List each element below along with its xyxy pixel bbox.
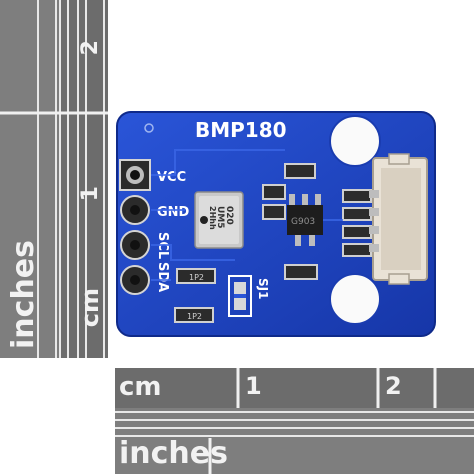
resistor-2: 1P2 xyxy=(174,307,214,323)
capacitor-3 xyxy=(284,163,316,179)
bottom-ruler-number-2: 2 xyxy=(385,372,402,400)
regulator-marking: G903 xyxy=(291,217,315,227)
bottom-ruler-unit-inches: inches xyxy=(119,436,228,471)
capacitor-1 xyxy=(262,184,286,200)
bottom-ruler-cm-strip xyxy=(115,368,474,408)
voltage-regulator: G903 xyxy=(287,194,323,246)
resistor-2-marking: 1P2 xyxy=(187,312,202,321)
capacitor-2 xyxy=(262,204,286,220)
fiducial xyxy=(144,123,154,133)
resistor-1-marking: 1P2 xyxy=(189,273,204,282)
solder-jumper xyxy=(228,275,252,317)
left-ruler-ticks xyxy=(0,0,108,358)
capacitor-4 xyxy=(284,264,318,280)
bmp180-sensor: 020 UM5 2Hhh xyxy=(194,191,244,249)
left-ruler-number-top: 2 xyxy=(78,40,103,56)
bottom-ruler: cm 1 2 inches xyxy=(115,368,474,474)
jumper-label: SJ1 xyxy=(256,278,270,299)
left-ruler: 2 1 inches cm xyxy=(0,0,108,358)
sensor-marking-2: UM5 xyxy=(215,206,225,229)
pin-label-gnd: GND xyxy=(157,205,190,220)
left-ruler-unit-inches: inches xyxy=(6,240,41,349)
header-pins xyxy=(119,159,151,295)
bottom-ruler-number-1: 1 xyxy=(245,372,262,400)
mounting-hole-bottom xyxy=(329,273,381,325)
left-ruler-unit-cm: cm xyxy=(76,288,104,328)
bmp180-board: BMP180 VCC GND SCL SDA 020 UM5 2Hhh xyxy=(116,111,436,337)
sensor-marking-3: 2Hhh xyxy=(208,206,217,230)
left-ruler-number-bottom: 1 xyxy=(78,186,103,202)
bottom-ruler-unit-cm: cm xyxy=(119,372,162,402)
resistor-1: 1P2 xyxy=(176,268,216,284)
pcb-traces xyxy=(151,149,343,281)
bottom-ruler-ticks xyxy=(115,368,474,474)
board-title: BMP180 xyxy=(195,118,287,142)
pin-label-sda: SDA xyxy=(155,262,170,292)
pin-label-vcc: VCC xyxy=(157,170,186,185)
mounting-hole-top xyxy=(329,115,381,167)
sensor-marking-1: 020 xyxy=(224,206,234,225)
jst-connector xyxy=(369,153,428,285)
